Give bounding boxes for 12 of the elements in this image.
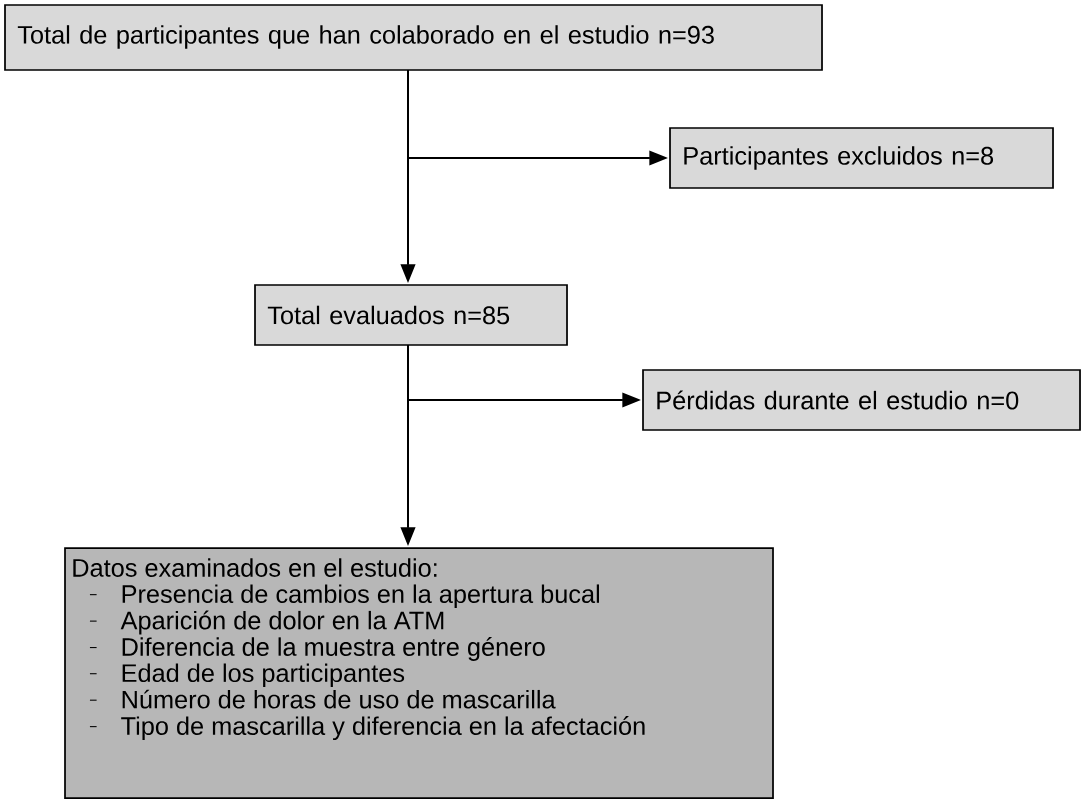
list-item: Presencia de cambios en la apertura bucal [89, 584, 599, 609]
list-heading: Datos examinados en el estudio: [73, 558, 437, 577]
process-box: Participantes excluidos n=8 [669, 127, 1054, 189]
list-item: Número de horas de uso de mascarilla [89, 689, 556, 709]
data-box [64, 547, 774, 799]
process-box: Pérdidas durante el estudio n=0 [642, 369, 1081, 431]
list-item: Edad de los participantes [89, 663, 405, 688]
list-item: Diferencia de la muestra entre género [89, 637, 545, 661]
process-box: Total de participantes que han colaborado en el estudio n=93 [4, 4, 823, 71]
list-item: Tipo de mascarilla y diferencia en la afectación [89, 716, 645, 740]
list-item: Aparición de dolor en la ATM [89, 610, 444, 635]
process-box: Total evaluados n=85 [254, 284, 568, 346]
